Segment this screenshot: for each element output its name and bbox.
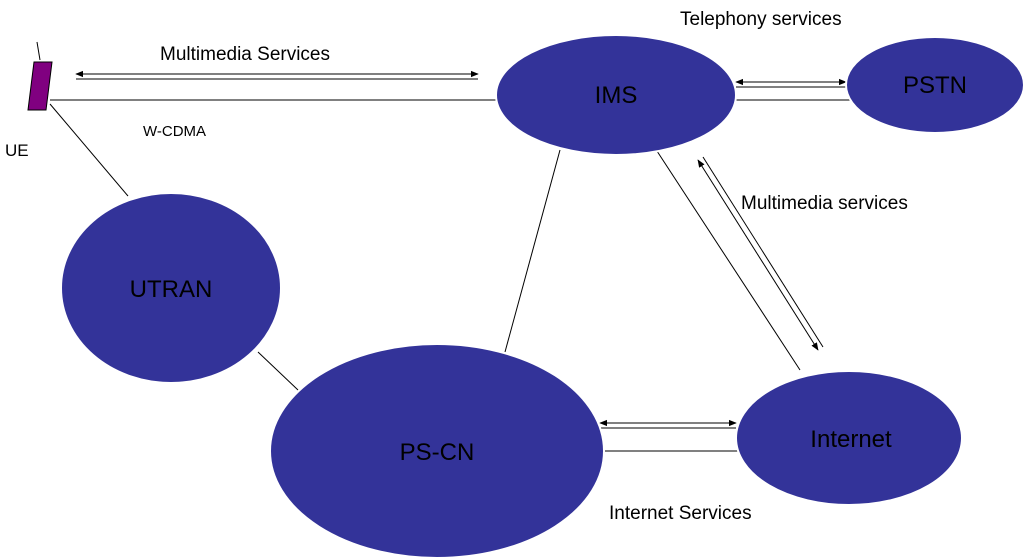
ims-node: IMS <box>495 34 737 156</box>
internet-services-arrow <box>599 419 737 429</box>
ims-label: IMS <box>595 82 638 109</box>
pstn-ellipse <box>845 36 1023 134</box>
ue-label: UE <box>5 141 29 160</box>
pscn-label: PS-CN <box>400 439 475 466</box>
ue-antenna <box>36 41 41 61</box>
ims-pscn-line <box>504 149 561 353</box>
ue-utran-line <box>49 103 129 197</box>
internet-label: Internet <box>810 426 892 453</box>
internet-ellipse <box>735 370 963 506</box>
ims-internet-line <box>654 147 801 371</box>
internet-node: Internet <box>735 370 963 506</box>
pscn-ellipse <box>269 343 605 559</box>
pscn-node: PS-CN <box>269 343 605 559</box>
utran-label: UTRAN <box>130 276 213 303</box>
ims-ellipse <box>495 34 737 156</box>
multimedia-services-right-label: Multimedia services <box>741 193 908 214</box>
utran-ellipse <box>60 192 282 384</box>
ue-phone-icon <box>27 61 53 111</box>
internet-services-label: Internet Services <box>609 503 752 524</box>
pstn-node: PSTN <box>845 36 1023 134</box>
wcdma-label: W-CDMA <box>143 123 206 140</box>
multimedia-services-top-label: Multimedia Services <box>160 44 330 65</box>
utran-pscn-line <box>257 351 299 391</box>
multimedia-services-right-arrow <box>697 156 824 351</box>
utran-node: UTRAN <box>60 192 282 384</box>
telephony-services-label: Telephony services <box>680 9 842 30</box>
ue-device: UE <box>5 41 53 160</box>
telephony-services-arrow <box>735 78 847 88</box>
pstn-label: PSTN <box>903 72 967 99</box>
multimedia-services-top-arrow <box>75 70 479 80</box>
